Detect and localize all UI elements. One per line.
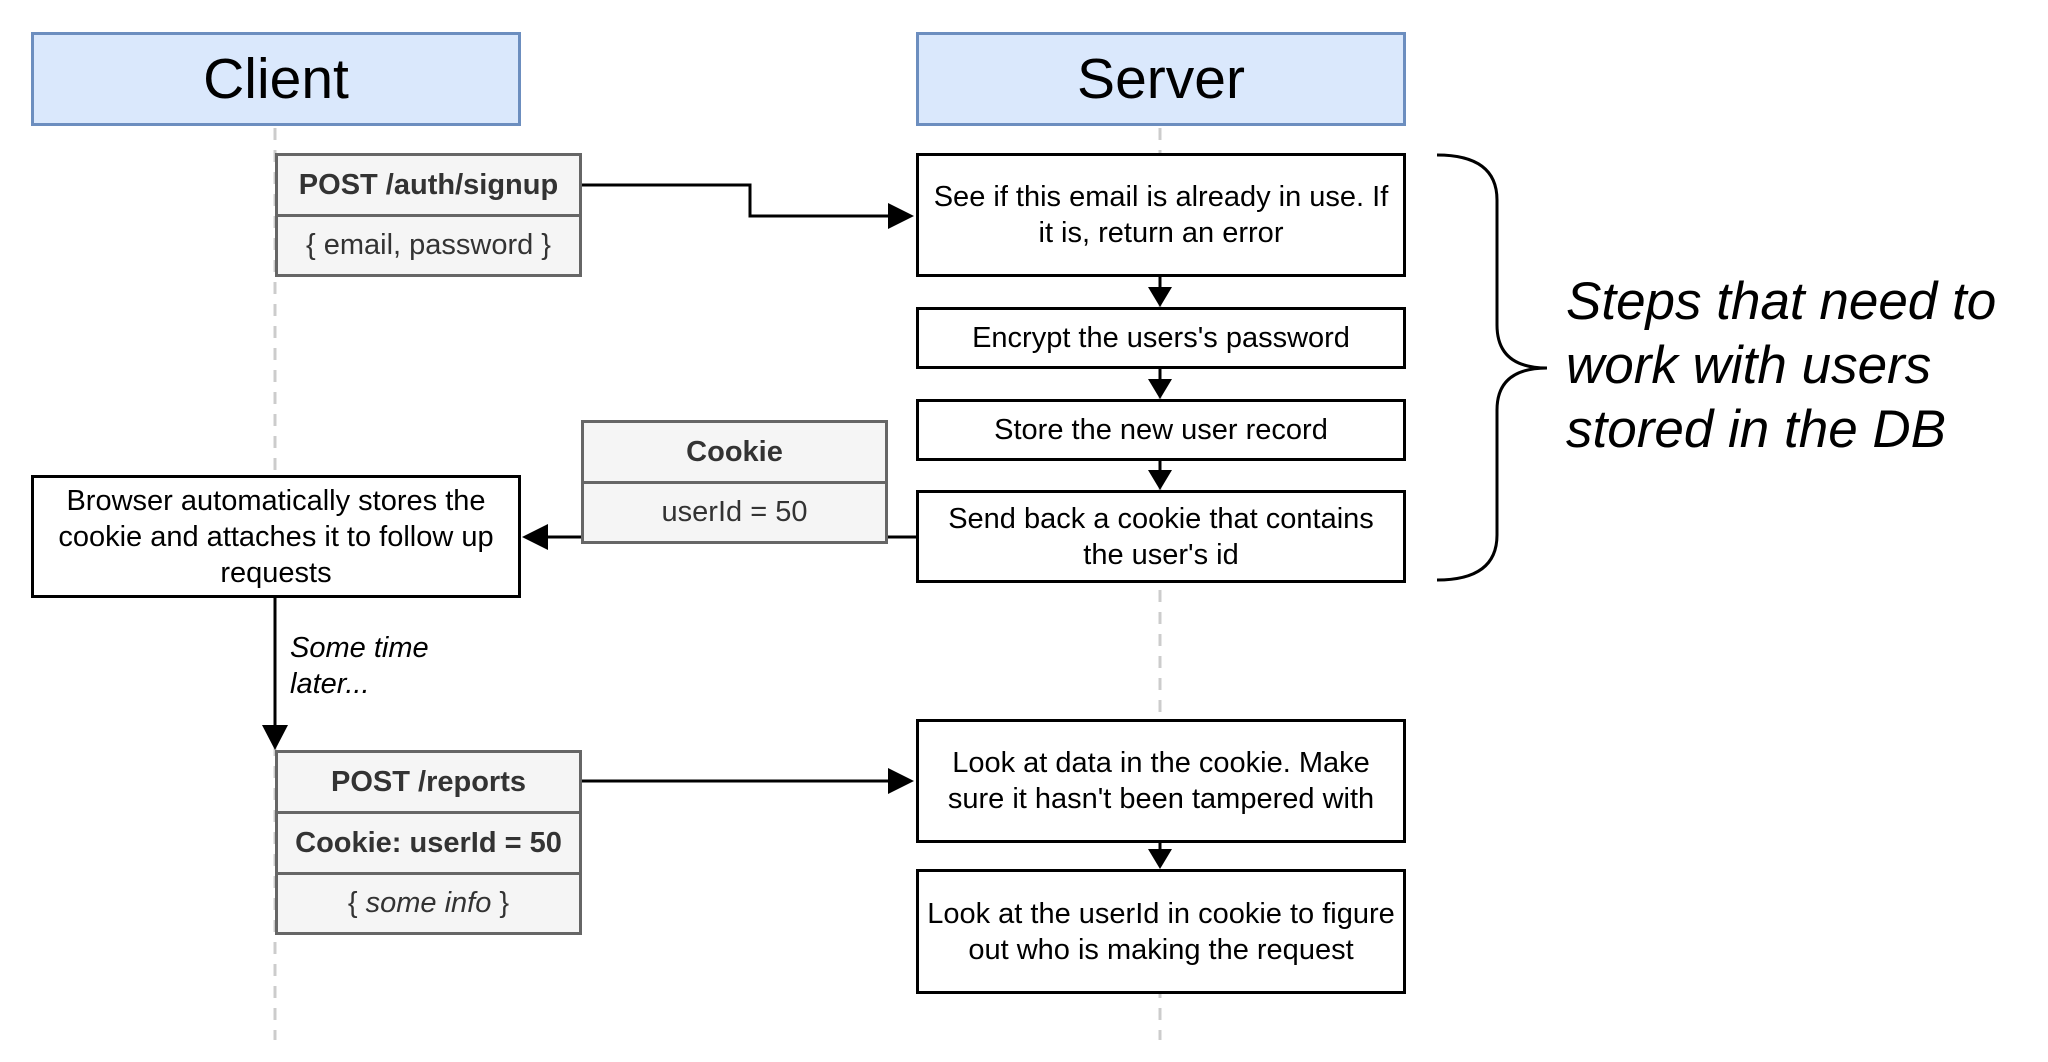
signup-request: POST /auth/signup { email, password } — [275, 153, 582, 277]
time-note: Some time later... — [290, 632, 429, 700]
reports-request: POST /reports Cookie: userId = 50 { some… — [275, 750, 582, 935]
check-user-id: Look at the userId in cookie to figure o… — [916, 869, 1406, 994]
reports-request-title: POST /reports — [278, 753, 579, 814]
reports-request-cookie: Cookie: userId = 50 — [278, 814, 579, 875]
step-arrow-3 — [1148, 470, 1172, 490]
step-send-cookie: Send back a cookie that contains the use… — [916, 490, 1406, 583]
cookie-block: Cookie userId = 50 — [581, 420, 888, 544]
step-arrow-2 — [1148, 379, 1172, 399]
browser-stores-cookie: Browser automatically stores the cookie … — [31, 475, 521, 598]
signup-request-body: { email, password } — [305, 229, 551, 261]
client-lane-title: Client — [203, 47, 349, 111]
server-lane-title: Server — [1077, 47, 1245, 111]
check-arrow — [1148, 849, 1172, 869]
cookie-value: userId = 50 — [661, 496, 808, 528]
reports-request-body: { some info } — [347, 887, 510, 919]
steps-brace — [1436, 153, 1548, 582]
check-cookie-tamper: Look at data in the cookie. Make sure it… — [916, 719, 1406, 843]
signup-request-title: POST /auth/signup — [278, 156, 579, 217]
client-lane-header: Client — [31, 32, 521, 126]
step-encrypt-password: Encrypt the users's password — [916, 307, 1406, 369]
step-arrow-1 — [1148, 287, 1172, 307]
step-check-email: See if this email is already in use. If … — [916, 153, 1406, 277]
cookie-title: Cookie — [584, 423, 885, 484]
server-lane-header: Server — [916, 32, 1406, 126]
brace-note: Steps that need to work with users store… — [1566, 272, 1997, 459]
step-store-user: Store the new user record — [916, 399, 1406, 461]
signup-arrow — [582, 183, 906, 218]
